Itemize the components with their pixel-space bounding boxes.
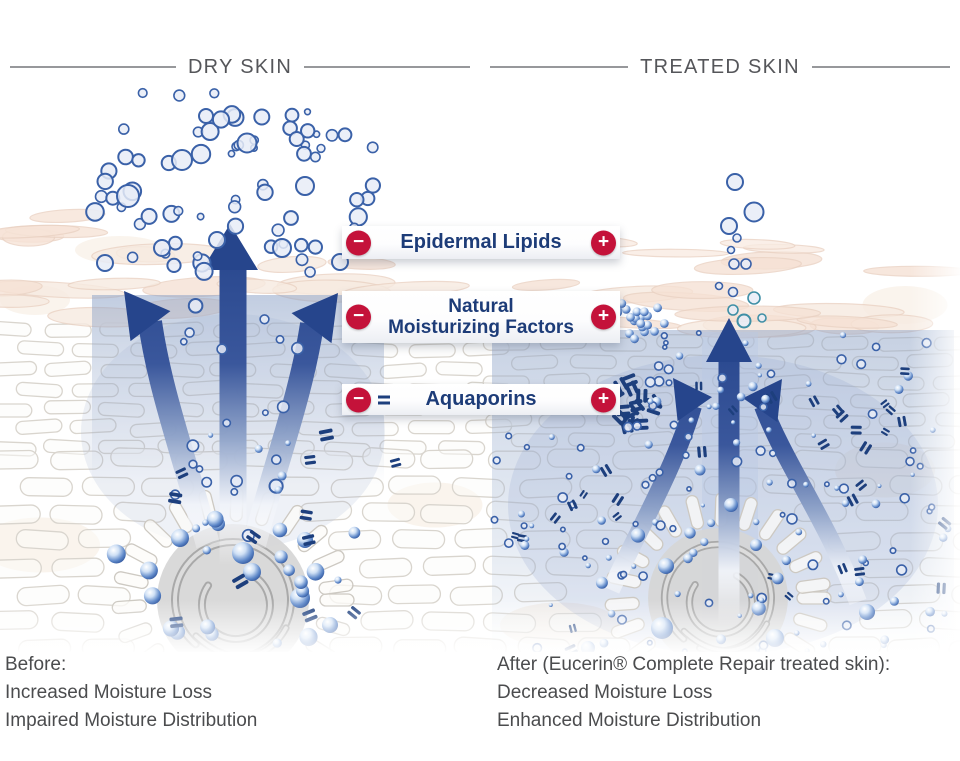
factor-line: Epidermal Lipids	[400, 231, 562, 253]
treated-skin-header: TREATED SKIN	[480, 55, 960, 79]
factor-label: Epidermal Lipids	[400, 232, 561, 253]
header-rule	[490, 66, 629, 68]
header-rule	[10, 66, 176, 68]
plus-icon: +	[591, 230, 616, 255]
caption-line: Enhanced Moisture Distribution	[497, 710, 762, 731]
minus-icon: −	[346, 304, 371, 330]
plus-icon: +	[591, 387, 616, 412]
factor-line: Moisturizing Factors	[388, 317, 574, 338]
header-rule	[304, 66, 471, 68]
dry-skin-title: DRY SKIN	[187, 55, 293, 78]
factor-label: Natural Moisturizing Factors	[388, 296, 574, 338]
aquaporin-channel-icon	[378, 395, 390, 404]
epidermal-lipids-label-bar: − Epidermal Lipids +	[342, 226, 620, 259]
aquaporins-label-bar: − Aquaporins +	[342, 384, 620, 415]
factor-line: Natural	[448, 296, 514, 317]
plus-icon: +	[591, 304, 616, 330]
caption-heading: Before:	[5, 654, 67, 675]
caption-line: Decreased Moisture Loss	[497, 682, 713, 703]
natural-moisturizing-factors-label-bar: − Natural Moisturizing Factors +	[342, 291, 620, 343]
minus-icon: −	[346, 230, 371, 255]
before-caption: Before: Increased Moisture Loss Impaired…	[5, 651, 475, 735]
treated-skin-title: TREATED SKIN	[640, 55, 800, 78]
dry-skin-header: DRY SKIN	[0, 55, 480, 79]
caption-line: Impaired Moisture Distribution	[5, 710, 258, 731]
header-rule	[811, 66, 951, 68]
caption-line: Increased Moisture Loss	[5, 682, 212, 703]
minus-icon: −	[346, 387, 371, 412]
factor-label: Aquaporins	[425, 389, 536, 410]
after-caption: After (Eucerin® Complete Repair treated …	[497, 651, 957, 735]
factor-line: Aquaporins	[425, 388, 537, 410]
caption-heading: After (Eucerin® Complete Repair treated …	[497, 654, 891, 675]
